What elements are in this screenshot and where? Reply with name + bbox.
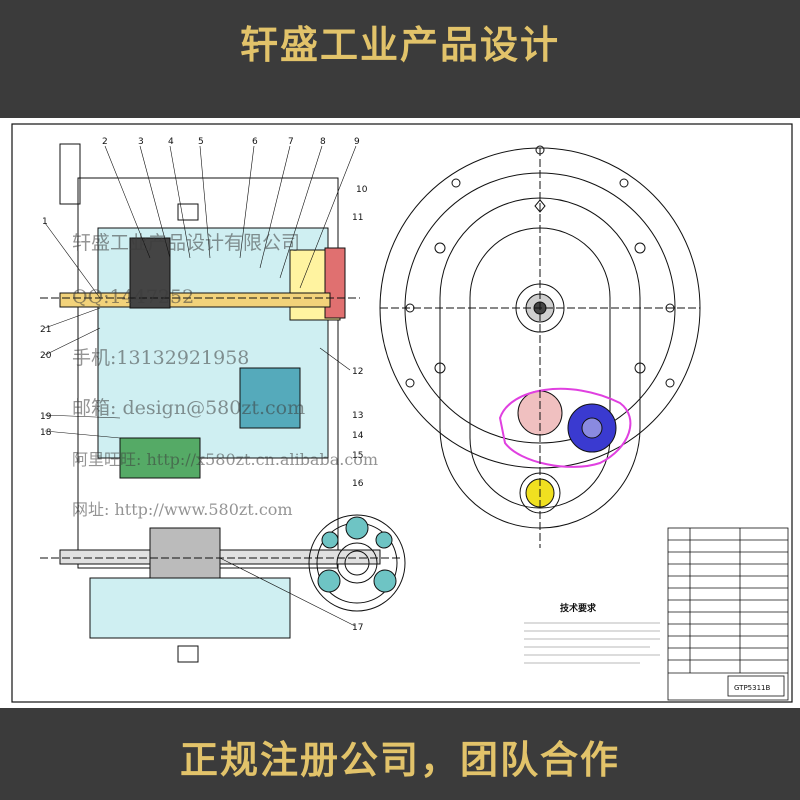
bolt-bottom — [177, 645, 199, 663]
part-no-18: 18 — [40, 428, 52, 438]
part-no-3: 3 — [138, 137, 144, 147]
drawing-frame — [11, 123, 793, 703]
part-no-19: 19 — [40, 412, 52, 422]
planetary-section — [308, 514, 406, 612]
part-no-7: 7 — [288, 137, 294, 147]
part-no-1: 1 — [42, 217, 48, 227]
part-no-4: 4 — [168, 137, 174, 147]
bolt-top — [177, 203, 199, 221]
watermark-phone: 手机:13132921958 — [72, 347, 250, 369]
part-no-20: 20 — [40, 351, 52, 361]
watermark-company: 轩盛工业产品设计有限公司 — [72, 232, 301, 254]
lower-housing — [89, 577, 291, 639]
part-no-2: 2 — [102, 137, 108, 147]
tech-requirements-title: 技术要求 — [560, 604, 597, 614]
watermark-alibaba: 阿里旺旺: http://x580zt.cn.alibaba.com — [72, 450, 379, 469]
header-title: 轩盛工业产品设计 — [239, 22, 560, 67]
drawing-canvas: 2 3 4 5 6 7 8 9 10 11 12 13 14 15 16 17 … — [11, 123, 793, 703]
part-no-13: 13 — [352, 411, 363, 421]
part-numbers: 2 3 4 5 6 7 8 9 10 11 12 13 14 15 16 17 … — [40, 137, 368, 633]
gear-pack-1 — [129, 237, 171, 309]
clutch-pack — [239, 367, 301, 429]
part-no-6: 6 — [252, 137, 258, 147]
gear-pack-2 — [119, 437, 201, 479]
part-no-9: 9 — [354, 137, 360, 147]
cross-section-view — [40, 143, 400, 663]
part-no-17: 17 — [352, 623, 363, 633]
part-no-8: 8 — [320, 137, 326, 147]
footer-slogan: 正规注册公司，团队合作 — [179, 737, 620, 782]
watermark-email: 邮箱: design@580zt.com — [72, 397, 306, 419]
engineering-drawing: 2 3 4 5 6 7 8 9 10 11 12 13 14 15 16 17 … — [0, 118, 800, 708]
title-block — [667, 527, 789, 701]
leader-lines — [44, 145, 357, 627]
part-no-10: 10 — [356, 185, 368, 195]
watermark-website: 网址: http://www.580zt.com — [72, 500, 293, 519]
header-banner: 轩盛工业产品设计 — [0, 0, 800, 82]
part-no-21: 21 — [40, 325, 51, 335]
bolt — [534, 199, 546, 213]
watermark-qq: QQ:1447252 — [72, 286, 195, 308]
part-no-5: 5 — [198, 137, 204, 147]
part-no-15: 15 — [352, 451, 363, 461]
main-shaft — [59, 292, 331, 308]
part-no-14: 14 — [352, 431, 364, 441]
part-no-12: 12 — [352, 367, 363, 377]
part-no-11: 11 — [352, 213, 363, 223]
title-block-code: GTP5311B — [734, 684, 770, 692]
part-no-16: 16 — [352, 479, 364, 489]
tech-requirements-lines — [524, 622, 660, 664]
side-view — [379, 145, 701, 548]
footer-banner: 正规注册公司，团队合作 — [0, 712, 800, 800]
flange-top — [59, 143, 81, 205]
